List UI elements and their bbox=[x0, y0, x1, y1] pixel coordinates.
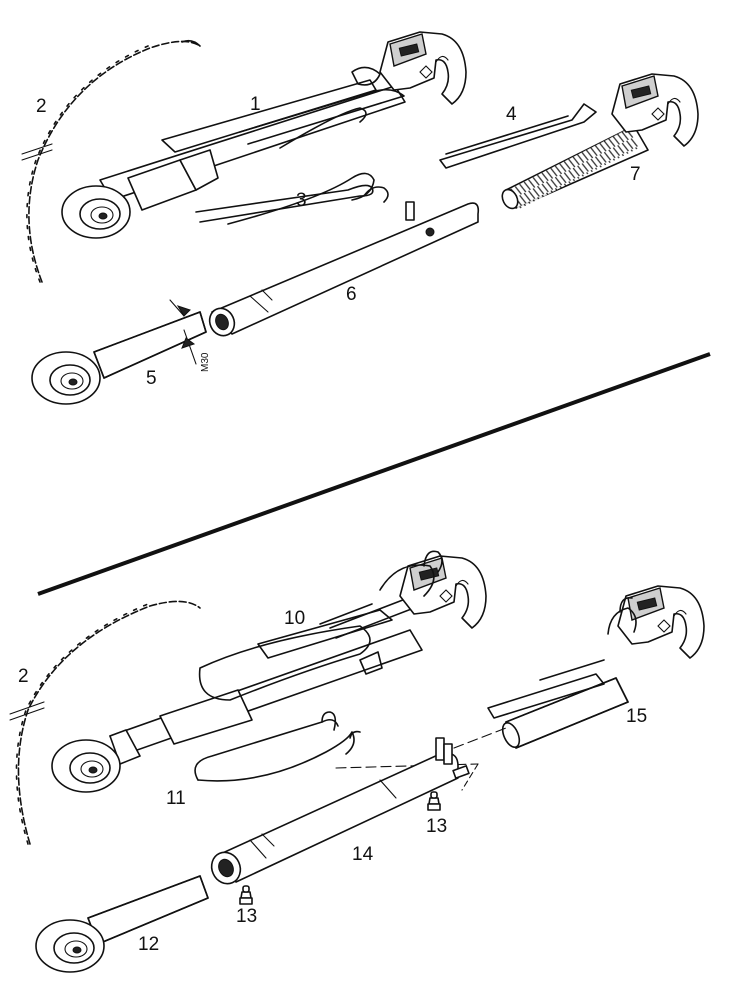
grease-nipple-right bbox=[427, 791, 441, 811]
pin-upper-a bbox=[195, 172, 389, 225]
label-ball-end-lower: 12 bbox=[138, 934, 159, 955]
label-chain-lower: 2 bbox=[18, 666, 29, 687]
label-pin-lower: 11 bbox=[166, 788, 186, 809]
hook-end-upper bbox=[501, 73, 699, 210]
pin-upper-b bbox=[439, 103, 597, 169]
hook-end-lower bbox=[487, 585, 705, 749]
label-hook-end-upper: 7 bbox=[630, 164, 641, 185]
lower-section: 2 10 11 13 14 15 12 13 bbox=[9, 550, 705, 973]
ball-end-lower bbox=[35, 875, 209, 973]
label-chain-upper: 2 bbox=[36, 96, 47, 117]
label-grease-nipple-right: 13 bbox=[426, 816, 447, 837]
label-pin-upper-a: 3 bbox=[296, 190, 307, 211]
label-top-link-assembly-upper: 1 bbox=[250, 94, 261, 115]
label-hook-end-lower: 15 bbox=[626, 706, 647, 727]
upper-section: 2 1 3 4 6 7 5 M30 bbox=[21, 31, 699, 405]
label-tube-upper: 6 bbox=[346, 284, 357, 305]
tube-upper bbox=[208, 201, 480, 337]
alignment-dashes bbox=[335, 727, 507, 791]
label-tube-lower: 14 bbox=[352, 844, 374, 865]
label-pin-upper-b: 4 bbox=[506, 104, 517, 125]
chain-upper bbox=[21, 39, 201, 283]
chain-lower bbox=[9, 600, 201, 845]
label-top-link-assembly-lower: 10 bbox=[284, 608, 305, 629]
top-link-assembly-upper bbox=[61, 31, 467, 239]
section-divider bbox=[37, 352, 711, 596]
pin-lower bbox=[194, 711, 361, 782]
label-grease-nipple-left: 13 bbox=[236, 906, 257, 927]
grease-nipple-left bbox=[239, 885, 253, 905]
label-ball-end-upper: 5 bbox=[146, 368, 157, 389]
label-thread-spec: M30 bbox=[200, 352, 211, 372]
ball-end-upper bbox=[31, 299, 207, 405]
top-link-assembly-lower bbox=[51, 550, 487, 793]
tube-lower bbox=[210, 737, 470, 885]
